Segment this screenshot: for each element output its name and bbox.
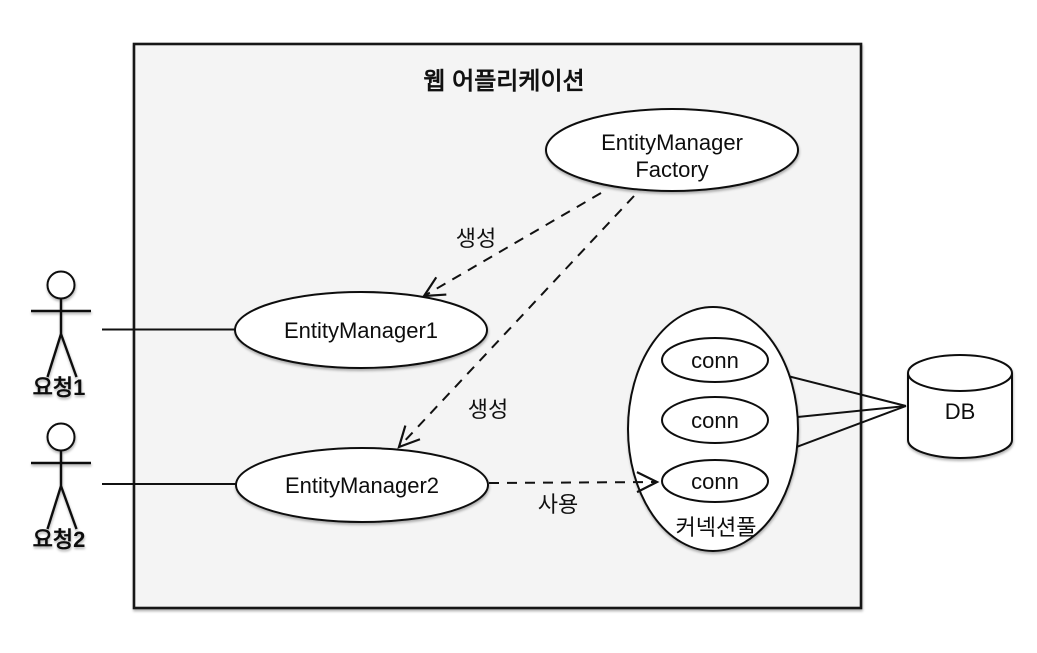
edge-label-create2: 생성 [468, 397, 508, 422]
actor1-head-icon [46, 270, 76, 300]
edge-factory-creates-em2 [397, 195, 635, 449]
actor-request-2: 요청2 [31, 422, 91, 552]
actor2-right-leg [59, 485, 78, 530]
db-label: DB [945, 399, 976, 424]
conn3-ellipse [661, 459, 769, 503]
entitymanagerfactory-ellipse [545, 108, 799, 192]
connection-pool-label: 커넥션풀 [676, 515, 757, 540]
actor1-right-leg [59, 333, 78, 378]
edge-factory-creates-em1 [421, 192, 602, 298]
edge-label-use: 사용 [538, 492, 578, 517]
dependency-edges [397, 192, 660, 494]
node-connection-pool: conn conn conn 커넥션풀 [627, 306, 799, 552]
actor2-label: 요청2 [33, 527, 86, 552]
conn1-label: conn [691, 348, 739, 373]
entitymanagerfactory-label-line2: Factory [635, 157, 708, 182]
conn2-label: conn [691, 408, 739, 433]
page-title: 웹 어플리케이션 [423, 68, 584, 95]
node-db: DB [907, 354, 1013, 459]
entitymanager1-ellipse [234, 291, 488, 369]
entitymanager2-label: EntityManager2 [285, 473, 439, 498]
db-cylinder-top [907, 354, 1013, 392]
actor-request-1: 요청1 [31, 270, 91, 400]
entitymanager1-label: EntityManager1 [284, 318, 438, 343]
conn2-ellipse [661, 396, 769, 444]
actor1-left-leg [46, 333, 63, 378]
entitymanagerfactory-label-line1: EntityManager [601, 130, 743, 155]
actor2-left-leg [46, 485, 63, 530]
node-entitymanager1: EntityManager1 [234, 291, 488, 369]
actor1-label: 요청1 [33, 375, 86, 400]
node-entitymanager2: EntityManager2 [235, 447, 489, 523]
entitymanager2-ellipse [235, 447, 489, 523]
conn1-ellipse [661, 337, 769, 383]
conn3-label: conn [691, 469, 739, 494]
node-entitymanagerfactory: EntityManager Factory [545, 108, 799, 192]
actor2-head-icon [46, 422, 76, 452]
edge-label-create1: 생성 [456, 226, 496, 251]
db-cylinder-body [907, 373, 1013, 459]
